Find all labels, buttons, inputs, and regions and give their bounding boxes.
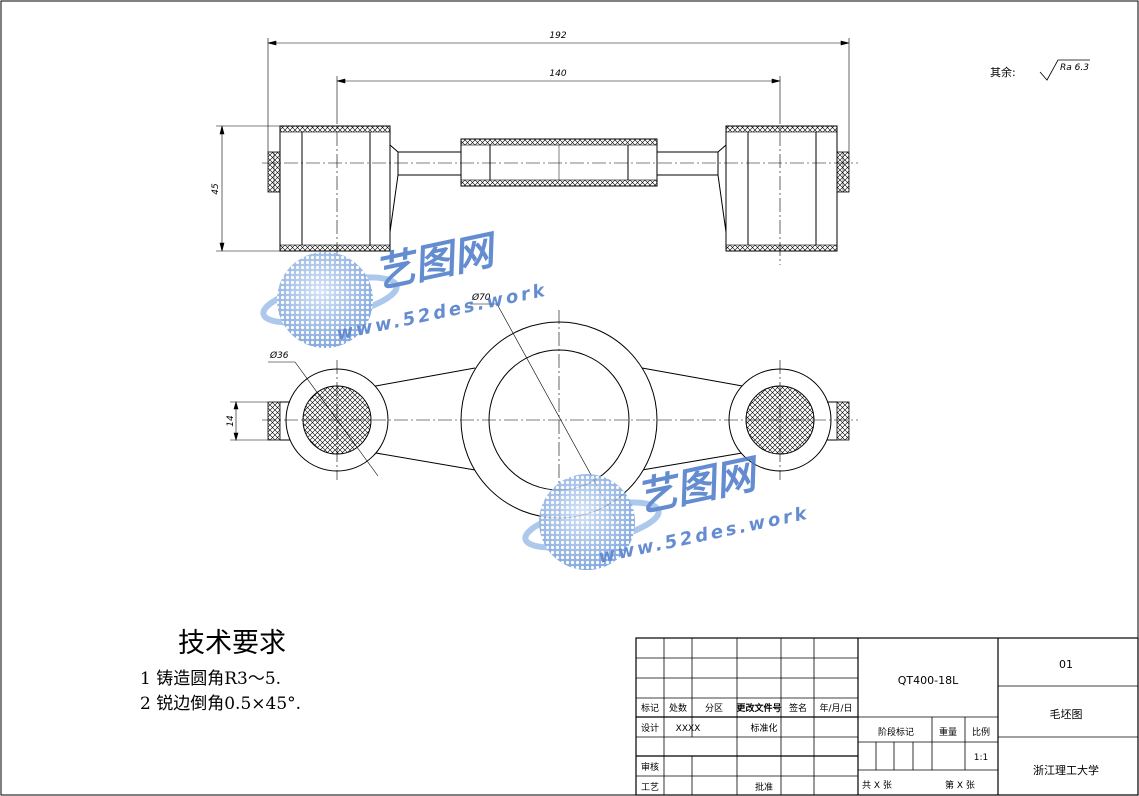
right-boss-outline xyxy=(725,125,838,252)
surface-finish-label: 其余: xyxy=(990,65,1016,79)
tb-designer: XXXX xyxy=(676,724,701,734)
tb-process-label: 工艺 xyxy=(641,782,659,793)
watermark-brand-2: 艺图网 xyxy=(633,451,766,522)
tb-scale-label: 比例 xyxy=(972,726,990,738)
tb-rev-header-sign: 签名 xyxy=(789,702,807,714)
tb-organization: 浙江理工大学 xyxy=(1033,763,1099,777)
dim-overall-length: 192 xyxy=(549,31,566,41)
tb-rev-header-mark: 标记 xyxy=(641,702,659,714)
dim-height: 45 xyxy=(211,183,221,195)
requirement-item-1: 1 铸造圆角R3～5. xyxy=(140,669,281,689)
title-block xyxy=(635,637,1139,796)
front-view-dimensions xyxy=(216,38,850,252)
tb-standardization-label: 标准化 xyxy=(750,722,777,734)
tb-design-label: 设计 xyxy=(641,722,659,734)
tb-material: QT400-18L xyxy=(898,674,959,687)
tb-rev-header-count: 处数 xyxy=(669,702,687,714)
tb-rev-header-doc: 更改文件号 xyxy=(736,702,781,714)
tb-drawing-number: 01 xyxy=(1059,658,1073,671)
tb-sheets-total: 共 X 张 xyxy=(862,780,892,791)
dim-big-bore-diameter: Ø70 xyxy=(471,292,491,303)
requirements-title: 技术要求 xyxy=(178,628,286,659)
surface-finish-value: Ra 6.3 xyxy=(1060,63,1089,73)
tb-drawing-name: 毛坯图 xyxy=(1050,708,1083,721)
dim-center-distance: 140 xyxy=(549,69,566,79)
tb-stage-label: 阶段标记 xyxy=(878,726,914,738)
left-boss-outline xyxy=(279,125,391,252)
tb-rev-header-zone: 分区 xyxy=(705,703,723,714)
tb-rev-header-date: 年/月/日 xyxy=(819,702,852,714)
roughness-symbol xyxy=(1039,59,1090,81)
tb-scale-value: 1:1 xyxy=(974,753,988,763)
tb-sheet-current: 第 X 张 xyxy=(945,779,975,791)
tb-weight-label: 重量 xyxy=(939,726,957,738)
tb-review-label: 审核 xyxy=(641,761,659,773)
tb-approve-label: 批准 xyxy=(755,781,773,793)
dim-small-boss-diameter: Ø36 xyxy=(269,350,289,361)
requirement-item-2: 2 锐边倒角0.5×45°. xyxy=(140,694,301,714)
plan-view xyxy=(262,310,858,530)
dim-rib-width: 14 xyxy=(226,415,236,427)
front-view xyxy=(262,110,858,265)
